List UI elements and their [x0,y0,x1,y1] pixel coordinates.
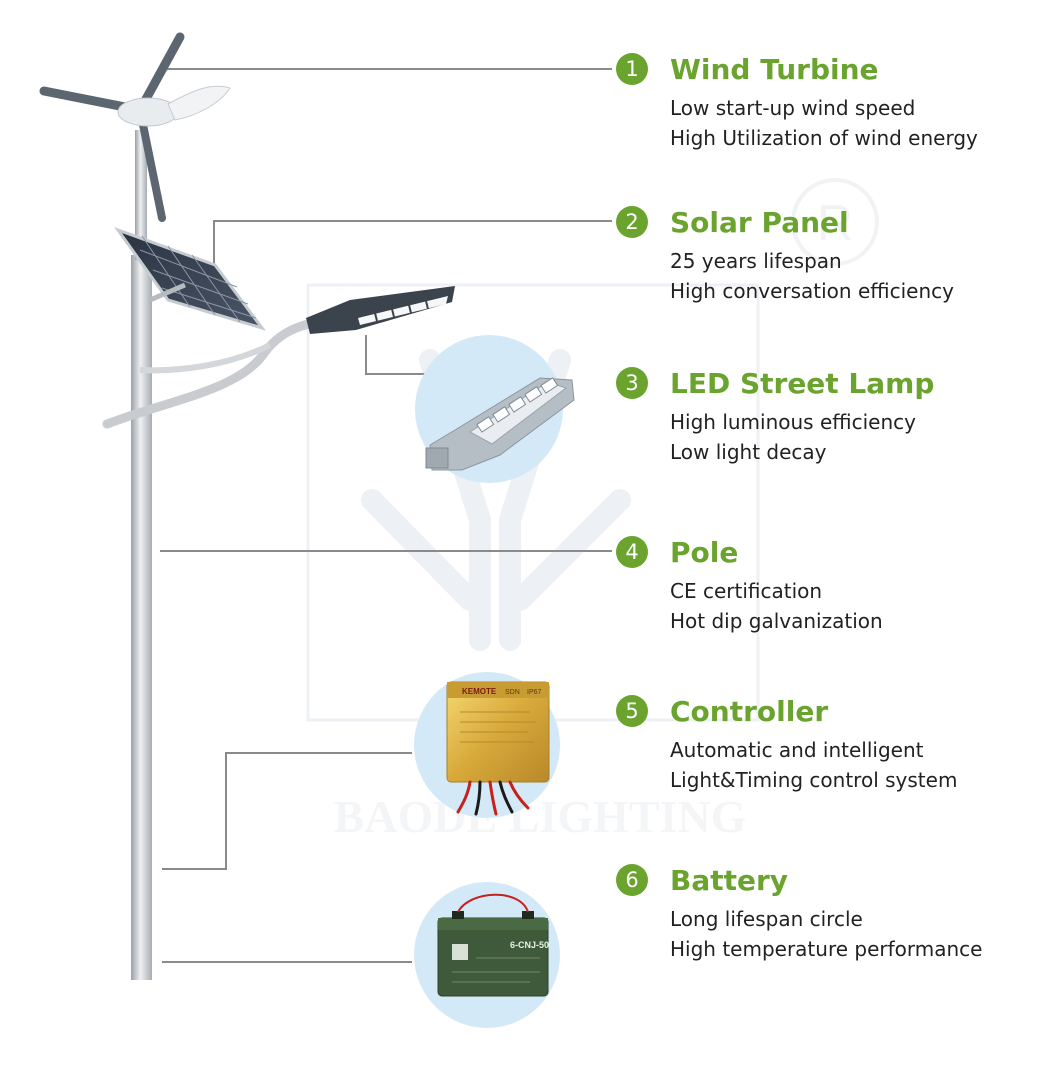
feature-detail: Hot dip galvanization [670,609,883,633]
turbine-nacelle [117,97,179,127]
feature-controller: 5 Controller Automatic and intelligent L… [616,695,1036,792]
registered-mark-letter: R [817,195,853,251]
feature-title: Wind Turbine [670,53,879,86]
feature-wind-turbine: 1 Wind Turbine Low start-up wind speed H… [616,53,1036,150]
feature-detail: Light&Timing control system [670,768,958,792]
controller-model: SDN [505,689,520,696]
feature-number-badge: 2 [616,206,648,238]
feature-solar-panel: 2 Solar Panel 25 years lifespan High con… [616,206,1036,303]
feature-detail: Long lifespan circle [670,907,863,931]
battery-bubble: 6-CNJ-50 [414,882,560,1028]
leader-line-3 [365,335,428,375]
leader-lines [160,68,612,963]
feature-detail: High luminous efficiency [670,410,916,434]
feature-number-badge: 1 [616,53,648,85]
feature-title: Battery [670,864,789,897]
solar-panel-bracket [149,282,186,303]
leader-line-5 [162,752,412,870]
controller-brand: KEMOTE [462,687,497,696]
feature-detail: High temperature performance [670,937,983,961]
feature-title: Pole [670,536,739,569]
feature-detail: Low light decay [670,440,827,464]
lamp-arm [102,317,323,429]
feature-led-street-lamp: 3 LED Street Lamp High luminous efficien… [616,367,1036,464]
watermark-text: BAODE LIGHTING [334,791,747,842]
wind-turbine [39,32,231,222]
lamp-head [306,286,455,334]
feature-number-badge: 4 [616,536,648,568]
solar-panel [113,226,266,331]
watermark: R BAODE LIGHTING [306,178,879,842]
watermark-logo [361,349,631,651]
leader-line-2 [213,220,612,265]
pole-upper [135,130,147,260]
led-lamp-bubble [415,335,575,483]
battery-model: 6-CNJ-50 [510,940,549,950]
feature-battery: 6 Battery Long lifespan circle High temp… [616,864,1036,961]
feature-number-badge: 3 [616,367,648,399]
controller-bubble: KEMOTE SDN IP67 [414,672,560,818]
feature-detail: Automatic and intelligent [670,738,924,762]
feature-detail: High Utilization of wind energy [670,126,978,150]
pole-main [131,255,152,980]
lamp-arm-brace [139,342,272,374]
controller-rating: IP67 [527,689,542,696]
feature-number-badge: 5 [616,695,648,727]
feature-title: LED Street Lamp [670,367,935,400]
feature-detail: Low start-up wind speed [670,96,916,120]
feature-title: Solar Panel [670,206,849,239]
feature-detail: 25 years lifespan [670,249,842,273]
feature-detail: CE certification [670,579,823,603]
feature-title: Controller [670,695,829,728]
feature-pole: 4 Pole CE certification Hot dip galvaniz… [616,536,1036,633]
registered-mark-circle [791,178,879,266]
turbine-blade-3 [136,106,166,222]
feature-detail: High conversation efficiency [670,279,954,303]
turbine-tail [167,85,231,121]
pole [102,130,323,980]
feature-number-badge: 6 [616,864,648,896]
